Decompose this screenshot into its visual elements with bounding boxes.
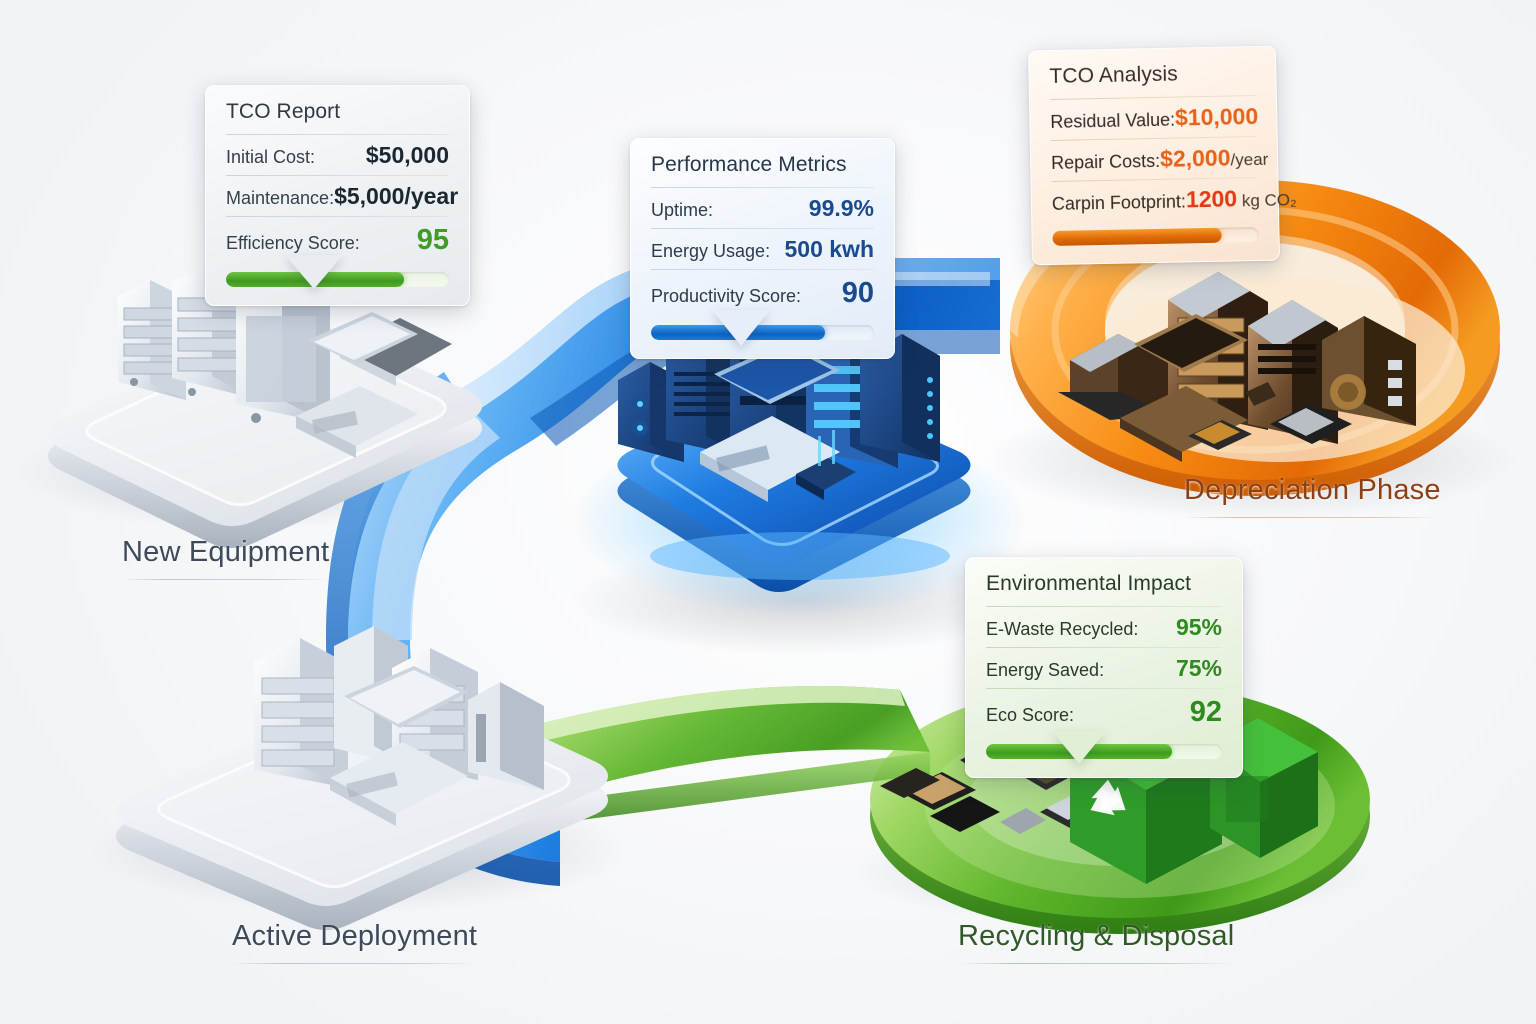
depreciation-equipment	[1058, 272, 1416, 462]
metric-label: Eco Score:	[986, 705, 1075, 725]
metric-row-repair-costs: Repair Costs: $2,000/year	[1050, 137, 1269, 181]
card-tail-environmental-impact	[1052, 731, 1106, 764]
label-underline	[122, 579, 330, 580]
metric-row-energy-usage: Energy Usage: 500 kwh	[651, 229, 874, 269]
metric-unit: kg CO₂	[1236, 190, 1297, 211]
metric-value: 95%	[1175, 614, 1222, 640]
metric-value: $5,000/year	[334, 183, 459, 209]
metric-row-productivity-score: Productivity Score: 90	[651, 270, 874, 316]
metric-value: 1200 kg CO₂	[1185, 185, 1297, 213]
metric-value: 99.9%	[808, 195, 874, 221]
stage-label-depreciation-phase: Depreciation Phase	[1184, 474, 1441, 518]
divider	[651, 269, 874, 270]
metric-value: $2,000/year	[1159, 144, 1269, 172]
stage-label-new-equipment: New Equipment	[122, 536, 330, 580]
metric-label: Productivity Score:	[651, 286, 802, 306]
metric-row-ewaste-recycled: E-Waste Recycled: 95%	[986, 607, 1222, 647]
stage-label-active-deployment: Active Deployment	[232, 920, 478, 964]
metric-value: 75%	[1175, 655, 1222, 681]
divider	[986, 688, 1222, 689]
divider	[226, 175, 449, 176]
metric-label: Uptime:	[651, 200, 714, 220]
stage-label-recycling-disposal: Recycling & Disposal	[958, 920, 1235, 964]
divider	[651, 187, 874, 188]
metric-label: Efficiency Score:	[226, 233, 360, 253]
metric-label: Energy Usage:	[651, 241, 771, 261]
metric-row-energy-saved: Energy Saved: 75%	[986, 648, 1222, 688]
divider	[651, 228, 874, 229]
progress-fill	[1052, 227, 1222, 246]
label-underline	[958, 963, 1235, 964]
metric-value: 500 kwh	[784, 236, 875, 262]
metric-label: E-Waste Recycled:	[986, 619, 1139, 639]
metric-value: 90	[841, 277, 874, 309]
metric-value: 95	[416, 224, 449, 256]
metric-label: Residual Value:	[1050, 109, 1176, 132]
metric-value: $50,000	[365, 142, 449, 168]
metric-row-eco-score: Eco Score: 92	[986, 689, 1222, 735]
stage-label-text: Recycling & Disposal	[958, 920, 1235, 952]
card-title: Performance Metrics	[651, 153, 847, 176]
metric-unit: /year	[1230, 149, 1269, 170]
divider	[226, 134, 449, 135]
metric-row-uptime: Uptime: 99.9%	[651, 188, 874, 228]
metric-label: Carpin Footprint:	[1051, 191, 1187, 214]
card-tail-tco-report	[285, 255, 343, 289]
metric-row-carbon-footprint: Carpin Footprint: 1200 kg CO₂	[1051, 178, 1297, 222]
active-deployment-servers	[254, 626, 544, 826]
metric-row-initial-cost: Initial Cost: $50,000	[226, 135, 449, 175]
divider	[986, 647, 1222, 648]
tco-analysis-progress-bar	[1052, 227, 1259, 246]
stage-label-text: Depreciation Phase	[1184, 474, 1441, 506]
divider	[986, 606, 1222, 607]
divider	[226, 216, 449, 217]
label-underline	[1184, 517, 1441, 518]
metric-label: Energy Saved:	[986, 660, 1105, 680]
stage-label-text: Active Deployment	[232, 920, 478, 952]
card-title: TCO Report	[226, 100, 341, 123]
card-performance-metrics[interactable]: Performance Metrics Uptime: 99.9% Energy…	[630, 138, 895, 359]
recycle-symbol-icon	[1090, 779, 1126, 816]
metric-value: 92	[1189, 696, 1222, 728]
label-underline	[232, 963, 478, 964]
metric-label: Repair Costs:	[1050, 150, 1161, 173]
metric-label: Maintenance:	[226, 188, 335, 208]
card-tco-analysis[interactable]: TCO Analysis Residual Value: $10,000 Rep…	[1027, 45, 1297, 266]
metric-row-residual-value: Residual Value: $10,000	[1050, 96, 1259, 140]
metric-label: Initial Cost:	[226, 147, 316, 167]
metric-row-maintenance: Maintenance: $5,000/year	[226, 176, 458, 216]
card-title: Environmental Impact	[986, 572, 1192, 595]
card-title: TCO Analysis	[1049, 62, 1179, 88]
card-tail-performance-metrics	[712, 310, 770, 346]
metric-row-efficiency-score: Efficiency Score: 95	[226, 217, 449, 263]
metric-value: $10,000	[1174, 102, 1259, 131]
new-equipment-servers	[118, 254, 452, 458]
stage-label-text: New Equipment	[122, 536, 330, 568]
